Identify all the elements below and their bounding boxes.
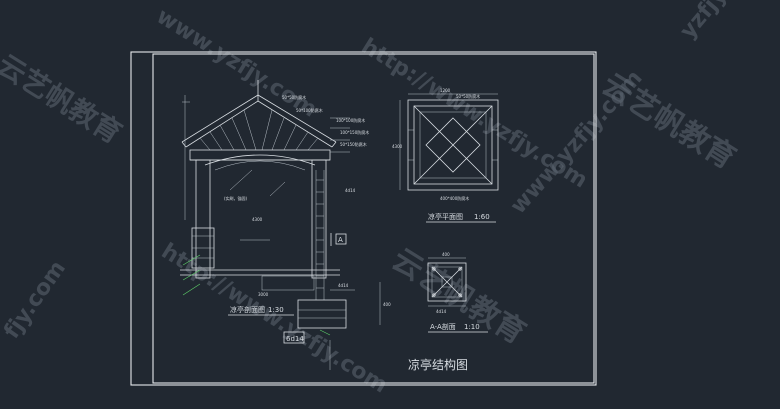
plan-callout-frame: 400*400防腐木	[440, 195, 469, 201]
aa-view-title: A-A剖面	[430, 322, 456, 331]
watermark-site-top: www.yzfjy.com	[152, 4, 321, 123]
sheet-title: 凉亭结构图	[408, 357, 468, 372]
watermark-layer: 云艺帆教育 云艺帆教育 云艺帆教育 www.yzfjy.com http://w…	[0, 0, 742, 399]
dim-3000: 3000	[258, 292, 269, 297]
pavilion-section-drawing: A 400	[180, 80, 391, 370]
dim-400-vertical: 400	[383, 302, 391, 307]
callout-4d14-lower: 4d14	[338, 283, 349, 288]
watermark-brand-left: 云艺帆教育	[0, 48, 128, 150]
rebar-box	[283, 331, 305, 344]
outer-frame	[130, 51, 597, 386]
plan-view-drawing	[399, 93, 499, 191]
aa-callout-rebar: 4d14	[436, 309, 447, 314]
section-view-title: 凉亭剖面图	[230, 305, 265, 314]
callout-post-note: (实刷，锚固)	[224, 195, 248, 201]
section-marker-a: A	[338, 236, 343, 244]
inner-frame	[152, 53, 595, 384]
callout-purlin-small: 50*100防腐木	[296, 107, 323, 113]
watermark-fragment-left: fjy.com	[0, 256, 71, 343]
plan-view-title: 凉亭平面图	[428, 212, 463, 221]
aa-view-scale: 1:10	[464, 323, 480, 331]
aa-section-drawing	[427, 257, 467, 307]
aa-dim-top: 400	[442, 252, 450, 257]
plan-callout-rafter: 50*50防腐木	[456, 93, 480, 99]
section-view-scale: 1:30	[268, 306, 284, 314]
callout-purlin-large: 100*100防腐木	[336, 117, 365, 123]
callout-4d14: 4d14	[345, 188, 356, 193]
dim-4300: 4300	[252, 217, 263, 222]
callout-eave: 50*150防腐木	[340, 141, 367, 147]
plan-dim-left: 4300	[392, 144, 403, 149]
watermark-fragment-top: yzfjy	[675, 0, 732, 44]
plan-dim-top: 1200	[440, 88, 451, 93]
callout-6d14: 6d14	[286, 335, 304, 343]
callout-rafter: 50*50防腐木	[282, 94, 306, 100]
plan-view-scale: 1:60	[474, 213, 490, 221]
callout-beam: 100*150防腐木	[340, 129, 369, 135]
watermark-brand-center: 云艺帆教育	[386, 242, 532, 351]
